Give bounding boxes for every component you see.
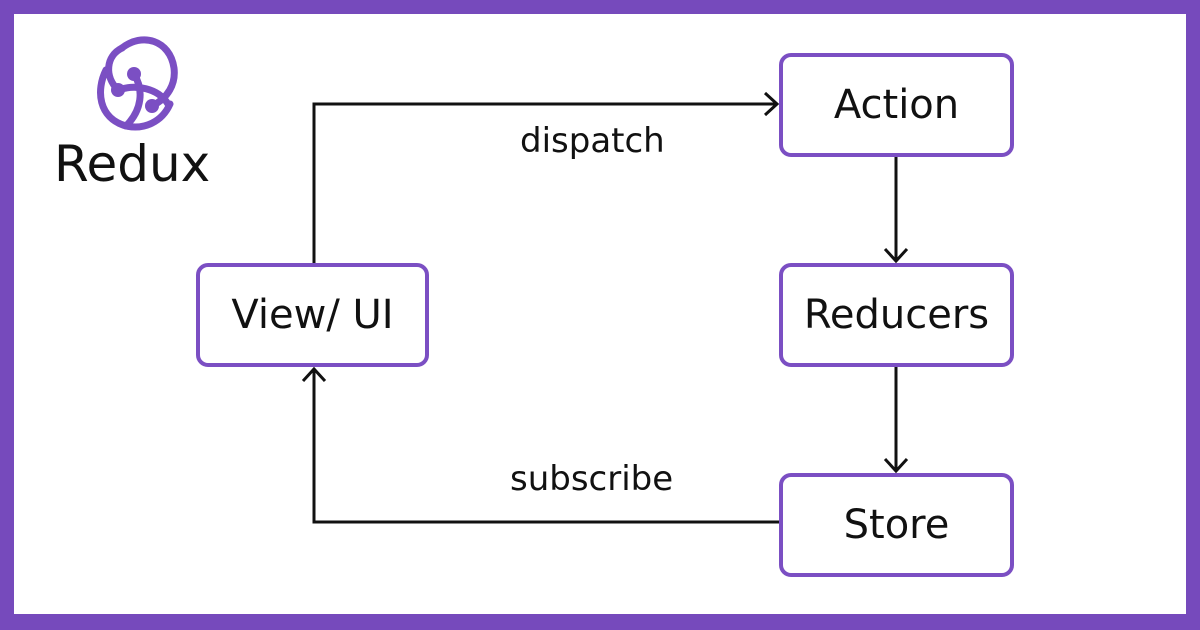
store-node-label: Store xyxy=(843,502,950,548)
redux-logo-icon xyxy=(97,36,178,131)
store-node: Store xyxy=(779,473,1014,577)
brand-title: Redux xyxy=(54,135,211,193)
dispatch-label: dispatch xyxy=(520,121,665,161)
reducers-node-label: Reducers xyxy=(803,292,990,338)
subscribe-label: subscribe xyxy=(510,459,674,499)
view-ui-node-label: View/ UI xyxy=(231,292,394,338)
action-node: Action xyxy=(779,53,1014,157)
view-ui-node: View/ UI xyxy=(196,263,429,367)
action-node-label: Action xyxy=(833,82,960,128)
reducers-node: Reducers xyxy=(779,263,1014,367)
